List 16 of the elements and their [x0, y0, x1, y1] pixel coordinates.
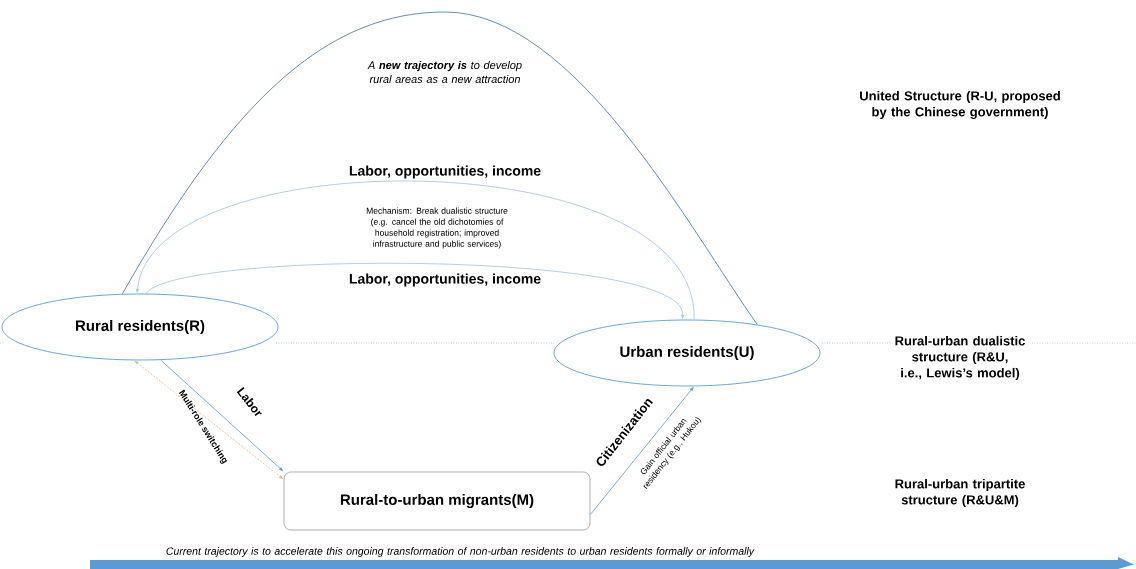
arrow: [135, 180, 695, 320]
mechanism-note: Mechanism: Break dualistic structure (e.g. cancel the old dichotomies of household registration; improved infrastructure and public services): [366, 207, 508, 249]
structure-label: Rural-urban dualistic structure (R&U, i.e., Lewis’s model): [895, 335, 1025, 381]
arrow: [160, 359, 283, 472]
arrow: [590, 387, 694, 515]
ellipse-node: Rural residents(R): [1, 293, 279, 361]
arrow: [134, 360, 283, 480]
arrow: [145, 263, 685, 319]
ellipse-node: Urban residents(U): [553, 319, 821, 387]
edge-label: Labor, opportunities, income: [347, 272, 543, 288]
structure-label: United Structure (R-U, proposed by the Chinese government): [860, 90, 1060, 120]
edge-label: A new trajectory is to develop rural areas as a new attraction: [367, 60, 522, 84]
edge-label: Labor, opportunities, income: [347, 164, 543, 180]
process-box: Rural-to-urban migrants(M): [283, 471, 591, 531]
trajectory-note: Current trajectory is to accelerate this ongoing transformation of non-urban residents to urban residents formally or informally: [166, 547, 755, 557]
structure-label: Rural-urban tripartite structure (R&U&M): [895, 478, 1025, 508]
